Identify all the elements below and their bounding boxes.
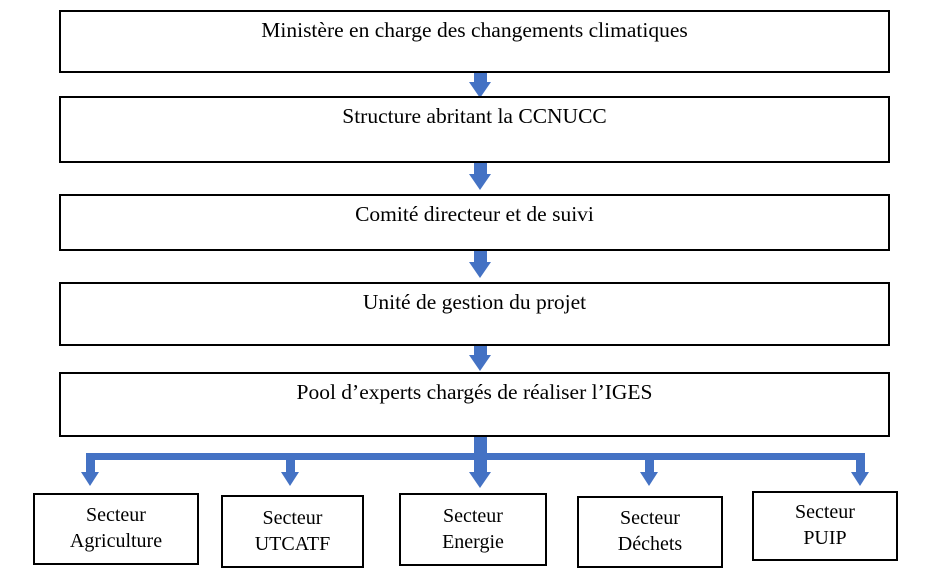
node-unite-gestion: Unité de gestion du projet [59, 282, 890, 346]
arrow-head-icon [469, 262, 491, 278]
branch-stem-agriculture [86, 453, 95, 476]
node-label-secteur-dechets: Secteur Déchets [617, 507, 683, 555]
branch-stem-utcatf [286, 453, 295, 476]
node-secteur-puip: Secteur PUIP [752, 491, 898, 561]
arrow-stem [474, 163, 487, 177]
arrow-head-icon-dechets [640, 472, 658, 486]
node-pool-experts: Pool d’experts chargés de réaliser l’IGE… [59, 372, 890, 437]
node-label-secteur-energie: Secteur Energie [442, 504, 504, 553]
branch-stem-puip [856, 453, 865, 476]
node-ministere: Ministère en charge des changements clim… [59, 10, 890, 73]
arrow-head-icon [469, 355, 491, 371]
node-label-pool-experts: Pool d’experts chargés de réaliser l’IGE… [296, 380, 653, 404]
node-secteur-agriculture: Secteur Agriculture [33, 493, 199, 565]
node-label-secteur-utcatf: Secteur UTCATF [254, 506, 331, 555]
node-secteur-utcatf: Secteur UTCATF [221, 495, 364, 568]
node-secteur-energie: Secteur Energie [399, 493, 547, 566]
arrow-head-icon [469, 82, 491, 98]
node-label-unite-gestion: Unité de gestion du projet [362, 290, 587, 314]
branch-stem-dechets [645, 453, 654, 476]
node-secteur-dechets: Secteur Déchets [577, 496, 723, 568]
arrow-head-icon [469, 174, 491, 190]
node-structure-ccnucc: Structure abritant la CCNUCC [59, 96, 890, 163]
arrow-head-icon-utcatf [281, 472, 299, 486]
node-label-secteur-puip: Secteur PUIP [795, 501, 855, 549]
arrow-head-icon-agriculture [81, 472, 99, 486]
node-comite-directeur: Comité directeur et de suivi [59, 194, 890, 251]
arrow-head-icon-puip [851, 472, 869, 486]
branch-stem-energie [474, 453, 487, 477]
node-label-ministere: Ministère en charge des changements clim… [261, 18, 688, 42]
node-label-comite-directeur: Comité directeur et de suivi [355, 202, 594, 226]
node-label-secteur-agriculture: Secteur Agriculture [69, 504, 163, 552]
arrow-stem [474, 251, 487, 265]
node-label-structure-ccnucc: Structure abritant la CCNUCC [342, 104, 607, 128]
arrow-head-icon-energie [469, 472, 491, 488]
